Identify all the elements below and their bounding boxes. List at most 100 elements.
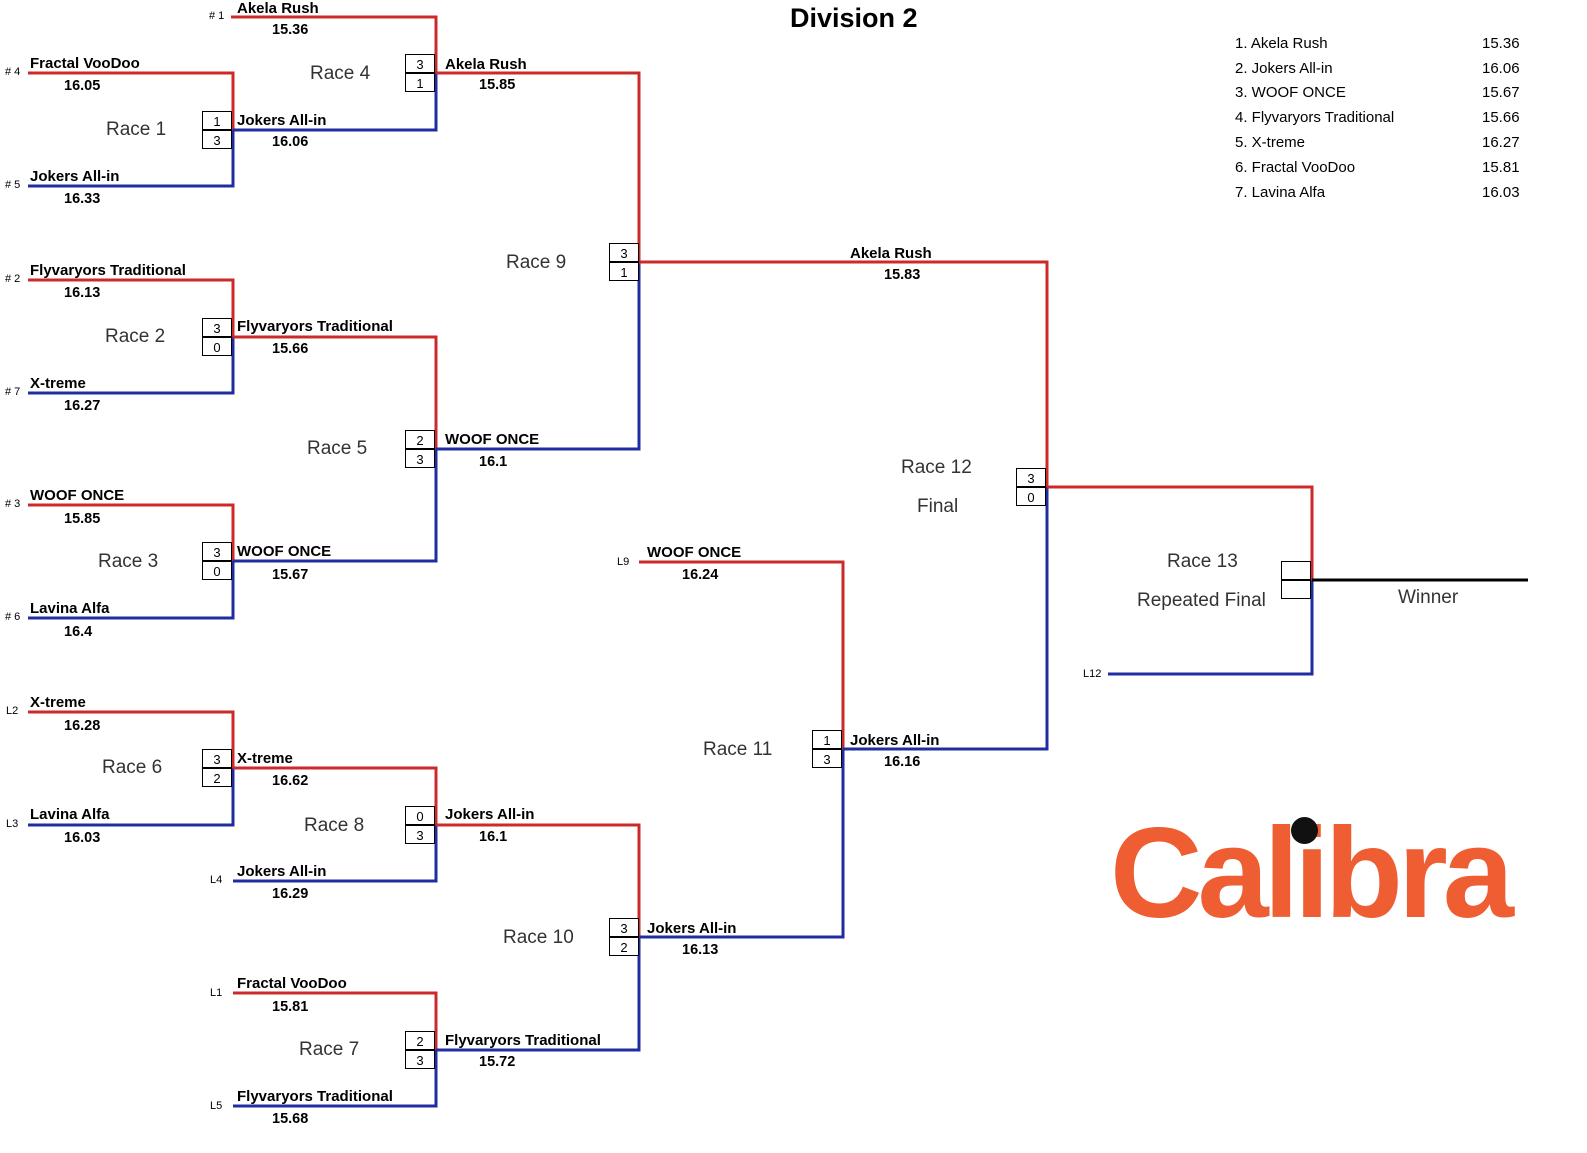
team-name: Jokers All-in: [30, 168, 120, 185]
race-sublabel: Repeated Final: [1137, 590, 1266, 611]
score-box-bottom: 0: [1016, 487, 1046, 506]
seed-label: # 2: [5, 273, 21, 285]
score-box-bottom: 3: [405, 449, 435, 468]
line-r3-top: [28, 503, 235, 561]
score-box-bottom: 1: [609, 262, 639, 281]
score-box-top: 2: [405, 1031, 435, 1050]
score-box-bottom: 3: [405, 1050, 435, 1069]
team-time: 16.1: [479, 829, 508, 845]
line-r2-top: [28, 278, 235, 337]
race-label: Race 10: [503, 927, 574, 948]
seed-label: # 3: [5, 498, 21, 510]
line-r13-top: [1047, 485, 1314, 580]
team-time: 15.85: [479, 77, 516, 93]
score-box-top: 1: [812, 730, 842, 749]
score-box-top: 3: [202, 318, 232, 337]
team-name: Flyvaryors Traditional: [237, 1088, 393, 1105]
standing-label: 4. Flyvaryors Traditional: [1235, 109, 1395, 126]
line-r8-top: [233, 766, 438, 825]
race-label: Race 13: [1167, 551, 1238, 572]
line-r7-bottom: [233, 1050, 438, 1108]
score-box-top: 0: [405, 806, 435, 825]
race-label: Race 5: [307, 438, 368, 459]
team-name: Flyvaryors Traditional: [445, 1032, 601, 1049]
race-label: Race 11: [703, 739, 773, 760]
line-r6-bottom: [28, 768, 235, 827]
line-r5-bottom: [233, 449, 438, 563]
team-time: 16.4: [64, 624, 93, 640]
score-box-bottom: 2: [609, 937, 639, 956]
seed-label: L9: [617, 556, 630, 568]
team-name: Jokers All-in: [445, 806, 535, 823]
team-time: 16.13: [64, 285, 101, 301]
standing-time: 15.36: [1482, 35, 1520, 52]
team-name: Jokers All-in: [850, 732, 940, 749]
team-time: 16.16: [884, 754, 921, 770]
race-sublabel: Final: [917, 496, 959, 517]
team-name: WOOF ONCE: [445, 431, 540, 448]
line-r1-bottom: [28, 130, 235, 188]
score-box-top: 3: [609, 243, 639, 262]
standing-label: 1. Akela Rush: [1235, 35, 1328, 52]
team-name: WOOF ONCE: [647, 544, 742, 561]
line-r9-top: [436, 71, 641, 262]
team-name: X-treme: [237, 750, 293, 767]
race-label: Race 12: [901, 457, 972, 478]
score-box-top: 3: [202, 542, 232, 561]
team-name: Jokers All-in: [237, 112, 327, 129]
seed-label: L5: [210, 1100, 223, 1112]
score-box-top: 1: [202, 111, 232, 130]
score-box-top: [1281, 561, 1311, 580]
line-r5-top: [233, 335, 438, 449]
team-name: Akela Rush: [237, 0, 319, 17]
line-r10-bottom: [436, 937, 641, 1052]
standing-time: 16.03: [1482, 184, 1520, 201]
score-box-bottom: 2: [202, 768, 232, 787]
team-time: 16.24: [682, 567, 719, 583]
team-time: 16.29: [272, 886, 309, 902]
score-box-top: 3: [1016, 468, 1046, 487]
line-r1-top: [28, 71, 235, 130]
team-time: 15.66: [272, 341, 309, 357]
winner-label: Winner: [1398, 587, 1459, 608]
team-time: 16.06: [272, 134, 309, 150]
race-label: Race 3: [98, 551, 159, 572]
line-r4-top: [231, 15, 438, 73]
team-name: Jokers All-in: [237, 863, 327, 880]
score-box-bottom: 3: [202, 130, 232, 149]
seed-label: L4: [210, 874, 223, 886]
score-box-top: 3: [405, 54, 435, 73]
logo-dot-icon: [1291, 817, 1318, 844]
line-r12-top: [639, 260, 1049, 487]
seed-label: # 6: [5, 611, 21, 623]
race-label: Race 9: [506, 252, 567, 273]
standing-time: 15.81: [1482, 159, 1520, 176]
score-box-bottom: 0: [202, 337, 232, 356]
score-box-bottom: 3: [812, 749, 842, 768]
standing-label: 3. WOOF ONCE: [1235, 84, 1346, 101]
team-time: 16.1: [479, 454, 508, 470]
standing-time: 16.27: [1482, 134, 1520, 151]
line-r4-bottom: [233, 73, 438, 132]
team-name: Fractal VooDoo: [237, 975, 347, 992]
line-r9-bottom: [436, 262, 641, 451]
standing-label: 6. Fractal VooDoo: [1235, 159, 1356, 176]
race-label: Race 4: [310, 63, 371, 84]
score-box-bottom: 1: [405, 73, 435, 92]
line-r11-bottom: [639, 749, 845, 939]
line-r12-bottom: [843, 487, 1049, 751]
standing-time: 16.06: [1482, 60, 1520, 77]
standing-time: 15.67: [1482, 84, 1520, 101]
line-r2-bottom: [28, 337, 235, 395]
team-name: Fractal VooDoo: [30, 55, 140, 72]
team-name: X-treme: [30, 375, 86, 392]
team-time: 15.72: [479, 1054, 516, 1070]
seed-label: L3: [6, 818, 19, 830]
race-label: Race 6: [102, 757, 163, 778]
race-label: Race 1: [106, 119, 167, 140]
seed-label: # 5: [5, 179, 21, 191]
line-r11-top: [639, 560, 845, 749]
score-box-top: 3: [609, 918, 639, 937]
